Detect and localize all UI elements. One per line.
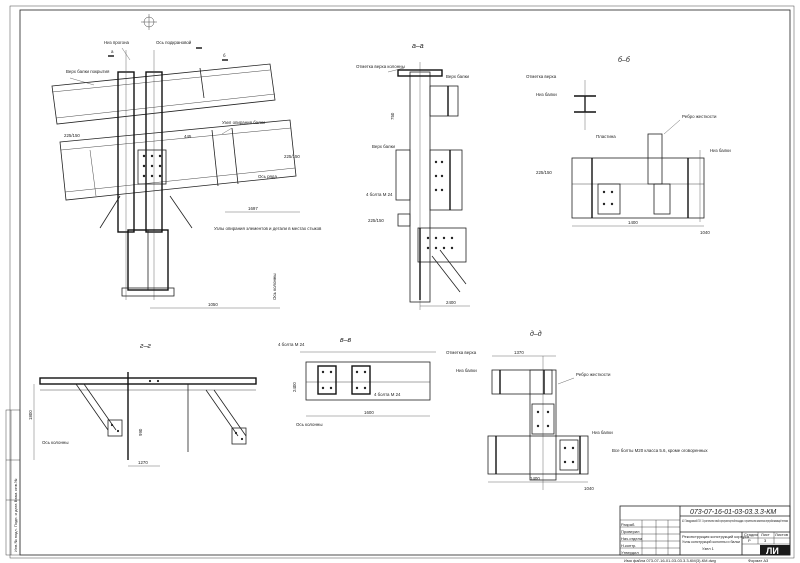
plan-label-knee: Узел опирания балки xyxy=(222,120,266,125)
section-d-label-beam: Низ балки xyxy=(456,368,477,373)
plan-label-beam-left: Верх балки покрытия xyxy=(66,69,110,74)
section-g: г–г 1800 1270 990 Ось колонны xyxy=(28,343,257,467)
binding-strip: Инв.№ подл. Подп. и дата Взам. инв.№ xyxy=(5,409,21,556)
title-block-logo: ЛИ xyxy=(766,546,779,556)
section-a: а–а 2400 225/150 750 xyxy=(356,43,470,310)
sheet-format: Формат А3 xyxy=(748,558,769,563)
section-a-label-top: Отметка верха колонны xyxy=(356,64,405,69)
section-b-label-beam-2: Низ балки xyxy=(710,148,731,153)
section-v-title: в–в xyxy=(340,337,352,344)
section-g-dim-990: 990 xyxy=(138,428,143,436)
section-a-dim-225: 225/150 xyxy=(368,218,384,223)
section-d-dim-1400: 1400 xyxy=(530,476,540,481)
title-block: 073-07-16-01-03-03.3.3-КМ АО "Заводуковс… xyxy=(619,505,791,556)
section-a-dim-750: 750 xyxy=(390,112,395,120)
title-block-drawing: Узлы конструкций колонны и балки xyxy=(682,539,740,544)
plan-label-col: Ось колонны xyxy=(272,274,277,301)
inner-frame xyxy=(19,9,791,556)
plan-dim-225: 225/150 xyxy=(284,154,300,159)
section-d-label-top: Отметка верха xyxy=(446,350,477,355)
title-block-sheet-no: 3 xyxy=(764,538,767,543)
title-block-stage-head: Стадия xyxy=(744,532,758,537)
section-b-label-stiff: Ребро жесткости xyxy=(682,114,717,119)
section-a-label-bolts: 4 болта М 24 xyxy=(366,192,393,197)
plan-dim-445: 445 xyxy=(184,134,192,139)
section-v-label-bolts1: 4 болта М 24 xyxy=(278,342,305,347)
section-a-dim-2400: 2400 xyxy=(446,300,456,305)
general-note: Все болты М20 класса 5.6, кроме оговорен… xyxy=(612,448,708,453)
section-v-label-bolts2: 4 болта М 24 xyxy=(374,392,401,397)
title-block-row-1: Проверил xyxy=(621,529,640,534)
section-d-label-stiff: Ребро жесткости xyxy=(576,372,611,377)
plan-label-axis: Ось подкрановой xyxy=(156,40,192,45)
section-b-label-plate: Пластина xyxy=(596,134,616,139)
section-d-dim-1040: 1040 xyxy=(584,486,594,491)
title-block-sheet-title: Узел 1 xyxy=(702,546,715,551)
title-block-row-4: Утвердил xyxy=(621,550,639,555)
title-block-row-2: Нач.отдела xyxy=(621,536,643,541)
title-block-sheet-head: Лист xyxy=(761,532,770,537)
section-a-label-beam: Верх балки xyxy=(446,74,470,79)
section-v-dim-2400: 2400 xyxy=(292,382,297,392)
plan-dim-225-left: 225/150 xyxy=(64,133,80,138)
title-block-row-0: Разраб. xyxy=(621,522,635,527)
title-block-desc: АО "Заводуковский ГОК". Строительство но… xyxy=(682,518,788,523)
section-a-label-beam-2: Верх балки xyxy=(372,144,396,149)
plan-label-note: Узлы опирания элементов и детали в места… xyxy=(214,226,322,231)
section-b: б–б 1400 1040 225/150 Отметка верха Низ … xyxy=(526,56,731,235)
title-block-stage: Р xyxy=(748,538,751,543)
section-b-label-beam: Низ балки xyxy=(536,92,557,97)
section-b-title: б–б xyxy=(618,56,631,64)
section-g-dim-1270: 1270 xyxy=(138,460,148,465)
outer-frame xyxy=(9,5,795,559)
title-block-code: 073-07-16-01-03-03.3.3-КМ xyxy=(690,509,776,516)
title-block-row-3: Н.контр. xyxy=(621,543,636,548)
title-block-sheets-head: Листов xyxy=(775,532,788,537)
section-a-title: а–а xyxy=(412,43,424,50)
section-g-title: г–г xyxy=(140,343,151,350)
plan-cut-a: а xyxy=(111,49,114,54)
plan-view: а б 1050 1697 445 225/150 225/150 Верх б… xyxy=(51,40,322,309)
section-b-dim-225: 225/150 xyxy=(536,170,552,175)
section-d-title: д–д xyxy=(530,330,542,338)
section-g-label-axis: Ось колонны xyxy=(42,440,69,445)
title-block-part: Реконструкция конструкций корпуса xyxy=(682,534,750,539)
plan-dim-1697: 1697 xyxy=(248,206,258,211)
section-b-dim-1040: 1040 xyxy=(700,230,710,235)
section-v-dim-1600: 1600 xyxy=(364,410,374,415)
plan-label-edge: Ось ряда xyxy=(258,174,277,179)
section-d: д–д 1370 1400 1040 Отметка верха Низ бал… xyxy=(446,330,613,491)
title-block-logo-box xyxy=(760,545,790,555)
section-d-label-beam-2: Низ балки xyxy=(592,430,613,435)
section-b-label-top: Отметка верха xyxy=(526,74,557,79)
section-b-dim-1400: 1400 xyxy=(628,220,638,225)
plan-dim-1050: 1050 xyxy=(208,302,218,307)
file-name: Имя файла 073-07-16-01-03-03.3.3-КМ(3)-К… xyxy=(624,558,716,563)
section-v: в–в 1600 2400 4 болта М 24 4 болта М 24 … xyxy=(278,337,436,427)
binding-strip-text: Инв.№ подл. Подп. и дата Взам. инв.№ xyxy=(13,479,18,552)
section-g-dim-1800: 1800 xyxy=(28,410,33,420)
section-d-dim-1370: 1370 xyxy=(514,350,524,355)
center-mark xyxy=(141,14,157,30)
plan-label-beam-top: Низ прогона xyxy=(104,40,129,45)
plan-cut-b: б xyxy=(223,53,226,58)
section-v-label-axis: Ось колонны xyxy=(296,422,323,427)
